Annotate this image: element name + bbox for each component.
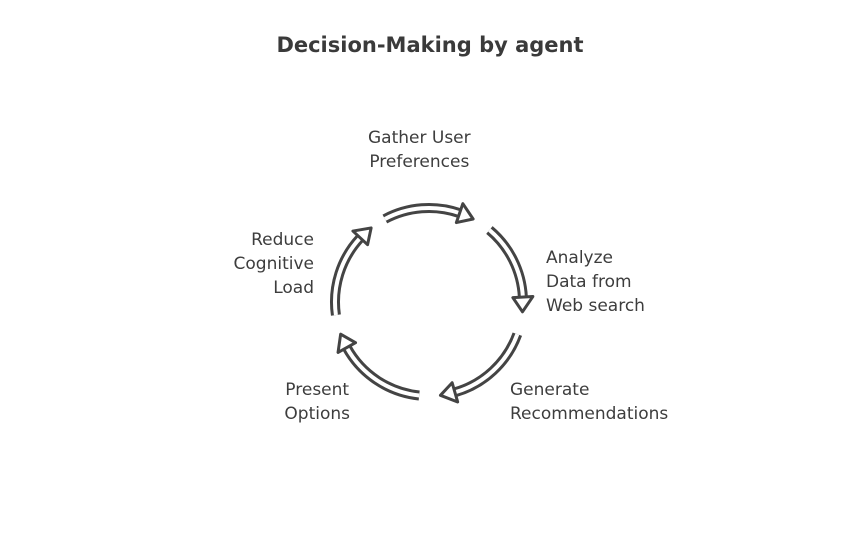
label-line: Generate (510, 380, 590, 400)
label-line: Recommendations (510, 404, 669, 424)
label-line: Data from (546, 272, 632, 292)
cycle-arrow-2 (486, 226, 535, 314)
label-line: Present (285, 380, 350, 400)
label-line: Gather User (368, 128, 471, 148)
step-label-gather-preferences: Gather User Preferences (368, 126, 471, 174)
label-line: Web search (546, 296, 645, 316)
diagram-title: Decision-Making by agent (276, 33, 584, 57)
step-label-generate-recommendations: Generate Recommendations (510, 378, 668, 426)
label-line: Analyze (546, 248, 613, 268)
label-line: Load (273, 278, 314, 298)
cycle-arrow-5 (330, 226, 373, 316)
label-line: Reduce (251, 230, 314, 250)
label-line: Options (284, 404, 350, 424)
cycle-arrow-3 (438, 332, 523, 404)
cycle-arrow-4 (336, 332, 420, 401)
step-label-reduce-load: Reduce Cognitive Load (234, 228, 314, 300)
label-line: Preferences (369, 152, 470, 172)
step-label-present-options: Present Options (284, 378, 350, 426)
step-label-analyze-data: Analyze Data from Web search (546, 246, 645, 318)
cycle-arrow-1 (382, 202, 475, 225)
label-line: Cognitive (233, 254, 314, 274)
